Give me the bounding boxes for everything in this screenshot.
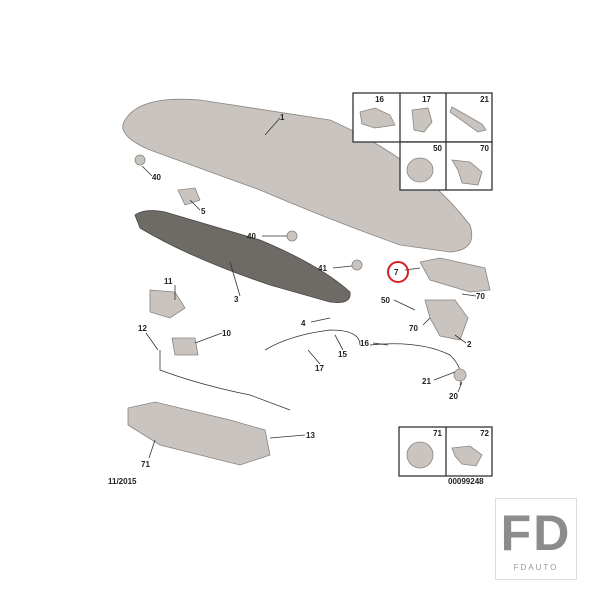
inset-label-71: 71: [433, 429, 442, 438]
highlight-circle: [387, 261, 409, 283]
inset-label-17: 17: [422, 95, 431, 104]
insulation-pad: [134, 210, 351, 303]
callout-3: 3: [234, 295, 239, 304]
callout-21: 21: [422, 377, 431, 386]
inset-label-16: 16: [375, 95, 384, 104]
inset-label-70: 70: [480, 144, 489, 153]
callout-2: 2: [467, 340, 472, 349]
hardware-inset-top: 16 17 21 50 70: [352, 92, 493, 191]
callout-11: 11: [164, 277, 173, 286]
callout-16: 16: [360, 339, 369, 348]
inset-label-72: 72: [480, 429, 489, 438]
callout-41: 41: [318, 264, 327, 273]
callout-40a: 40: [152, 173, 161, 182]
front-cross-member: [127, 401, 271, 466]
callout-17: 17: [315, 364, 324, 373]
callout-50: 50: [381, 296, 390, 305]
logo-name: FDAUTO: [513, 563, 559, 572]
callout-1: 1: [280, 113, 285, 122]
hood-latch: [419, 257, 491, 293]
callout-70a: 70: [476, 292, 485, 301]
callout-40b: 40: [247, 232, 256, 241]
hood-lock: [424, 299, 469, 341]
hood-panel: [122, 98, 473, 253]
callout-5: 5: [201, 207, 206, 216]
callout-15: 15: [338, 350, 347, 359]
callout-12: 12: [138, 324, 147, 333]
reference-number: 00099248: [448, 477, 484, 486]
hardware-inset-bottom: 71 72: [398, 426, 493, 477]
inset-label-50: 50: [433, 144, 442, 153]
callout-7: 7: [394, 268, 399, 277]
callout-20: 20: [449, 392, 458, 401]
callout-71: 71: [141, 460, 150, 469]
callout-labels: 1 40 5 40 41 7 70 50 70 3 11 4 12 10 15 …: [108, 113, 485, 486]
logo-mark: FD: [500, 505, 572, 561]
inset-label-21: 21: [480, 95, 489, 104]
fdauto-logo: FD FDAUTO: [495, 498, 577, 580]
callout-13: 13: [306, 431, 315, 440]
callout-10: 10: [222, 329, 231, 338]
callout-70b: 70: [409, 324, 418, 333]
callout-4: 4: [301, 319, 306, 328]
date-code: 11/2015: [108, 477, 137, 486]
